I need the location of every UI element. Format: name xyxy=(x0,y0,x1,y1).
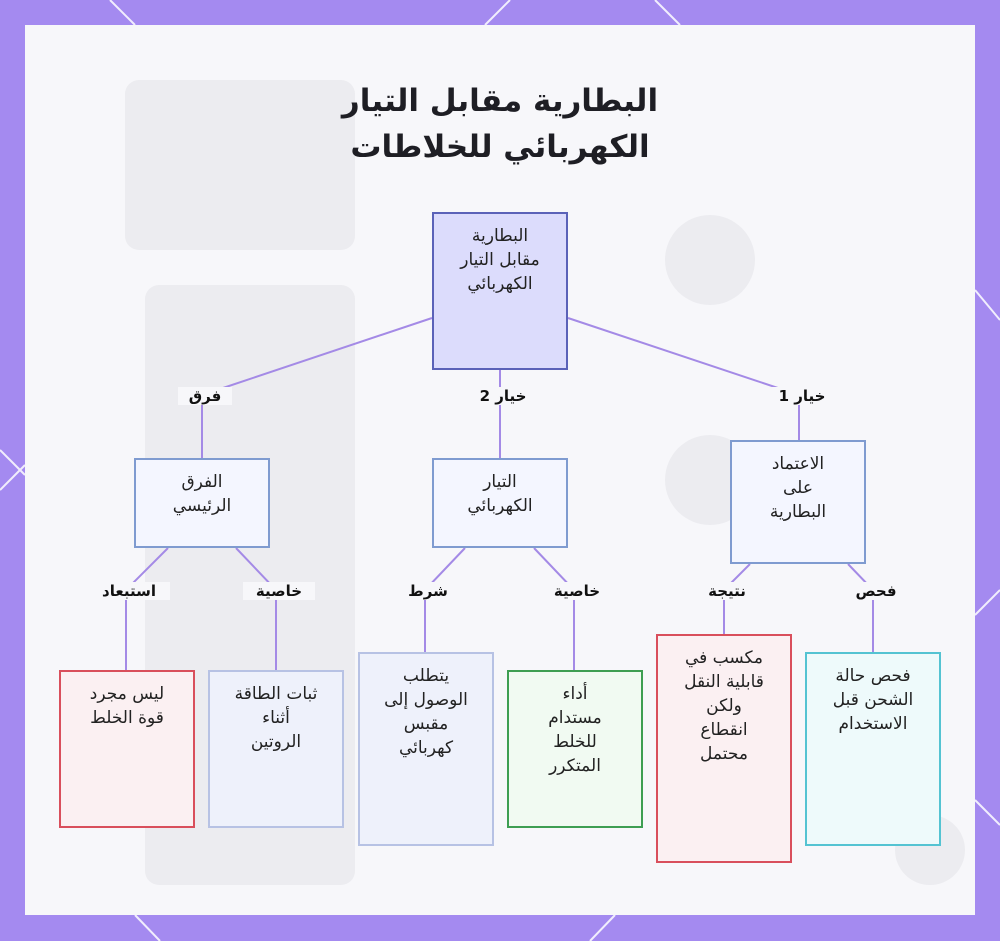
edge-label-check: فحص xyxy=(845,582,907,600)
diagram-title: البطارية مقابل التيار الكهربائي للخلاطات xyxy=(250,78,750,170)
node-portability-gain: مكسب في قابلية النقل ولكن انقطاع محتمل xyxy=(656,634,792,863)
edge-label-feature-difference: خاصية xyxy=(243,582,315,600)
node-check-charge: فحص حالة الشحن قبل الاستخدام xyxy=(805,652,941,846)
edge-battery-check xyxy=(847,563,874,652)
node-root: البطارية مقابل التيار الكهربائي xyxy=(432,212,568,370)
node-main-difference: الفرق الرئيسي xyxy=(134,458,270,548)
edge-root-difference xyxy=(201,317,433,458)
edge-root-battery xyxy=(567,317,800,440)
edge-power-condition xyxy=(424,547,466,652)
edge-label-exclusion: استبعاد xyxy=(88,582,170,600)
edge-difference-exclusion xyxy=(125,547,169,670)
background-blur-shape xyxy=(125,80,355,250)
title-line-2: الكهربائي للخلاطات xyxy=(350,129,650,165)
edge-label-condition: شرط xyxy=(399,582,457,600)
node-stable-power: ثبات الطاقة أثناء الروتين xyxy=(208,670,344,828)
background-blur-shape xyxy=(665,215,755,305)
title-line-1: البطارية مقابل التيار xyxy=(341,83,659,119)
edge-difference-feature xyxy=(235,547,277,670)
edge-label-feature-power: خاصية xyxy=(541,582,613,600)
edge-label-option2: خيار 2 xyxy=(464,387,542,405)
node-battery-reliance: الاعتماد على البطارية xyxy=(730,440,866,564)
node-sustained-performance: أداء مستدام للخلط المتكرر xyxy=(507,670,643,828)
node-power-cord: التيار الكهربائي xyxy=(432,458,568,548)
edge-power-feature xyxy=(533,547,575,670)
edge-label-result: نتيجة xyxy=(692,582,762,600)
edge-label-option1: خيار 1 xyxy=(761,387,843,405)
edge-label-difference: فرق xyxy=(178,387,232,405)
node-not-just-power: ليس مجرد قوة الخلط xyxy=(59,670,195,828)
node-requires-outlet: يتطلب الوصول إلى مقبس كهربائي xyxy=(358,652,494,846)
